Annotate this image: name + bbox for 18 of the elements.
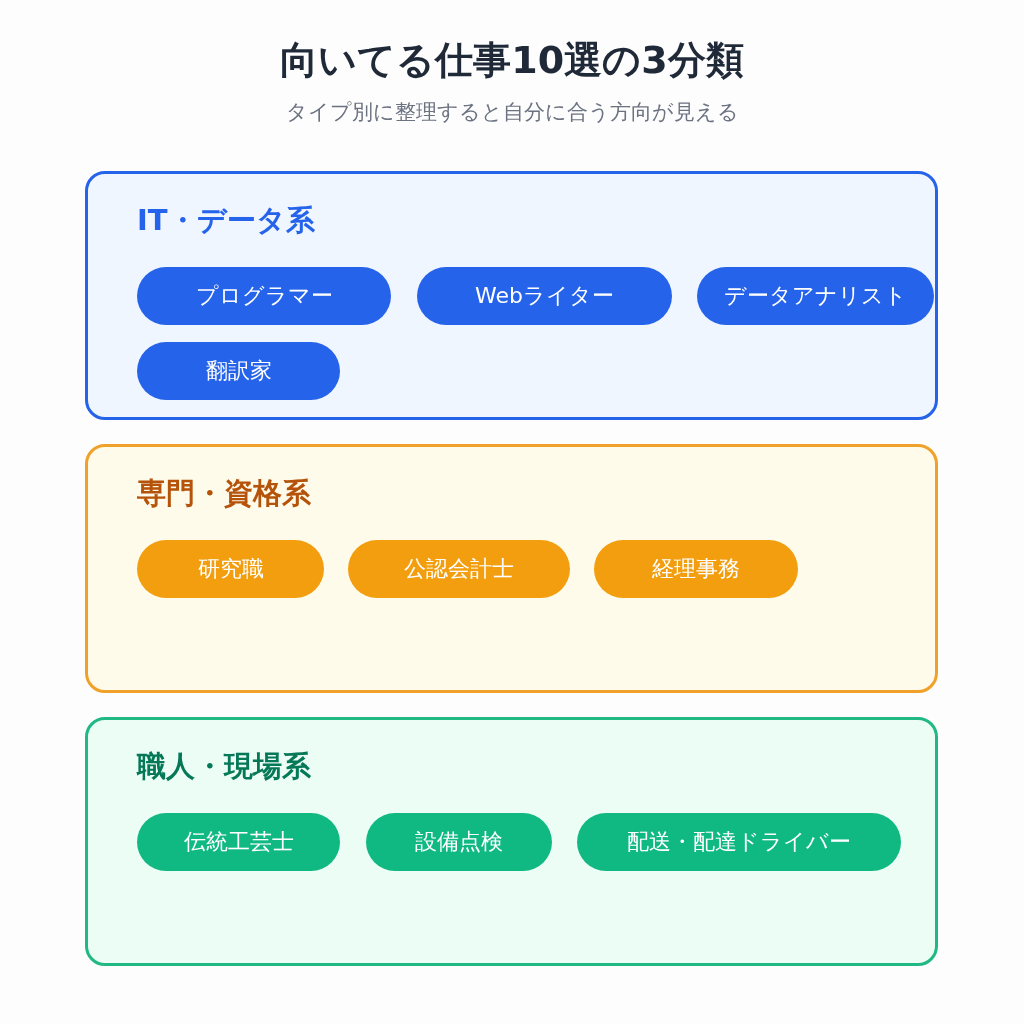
category-panel (85, 717, 938, 966)
job-tag: 公認会計士 (348, 540, 570, 598)
subtitle: タイプ別に整理すると自分に合う方向が見える (284, 99, 740, 126)
job-tag: 配送・配達ドライバー (577, 813, 901, 871)
job-tag: Webライター (417, 267, 672, 325)
category-panel (85, 171, 938, 420)
job-tag: 研究職 (137, 540, 324, 598)
diagram-title: 向いてる仕事10選の3分類 (279, 37, 745, 84)
job-tag: データアナリスト (697, 267, 934, 325)
category-heading: 専門・資格系 (137, 475, 311, 512)
category-heading: 職人・現場系 (137, 748, 311, 785)
job-tag: 伝統工芸士 (137, 813, 340, 871)
category-panel (85, 444, 938, 693)
category-heading: IT・データ系 (137, 202, 315, 239)
job-tag: プログラマー (137, 267, 391, 325)
job-tag: 設備点検 (366, 813, 552, 871)
job-tag: 経理事務 (594, 540, 798, 598)
job-tag: 翻訳家 (137, 342, 340, 400)
